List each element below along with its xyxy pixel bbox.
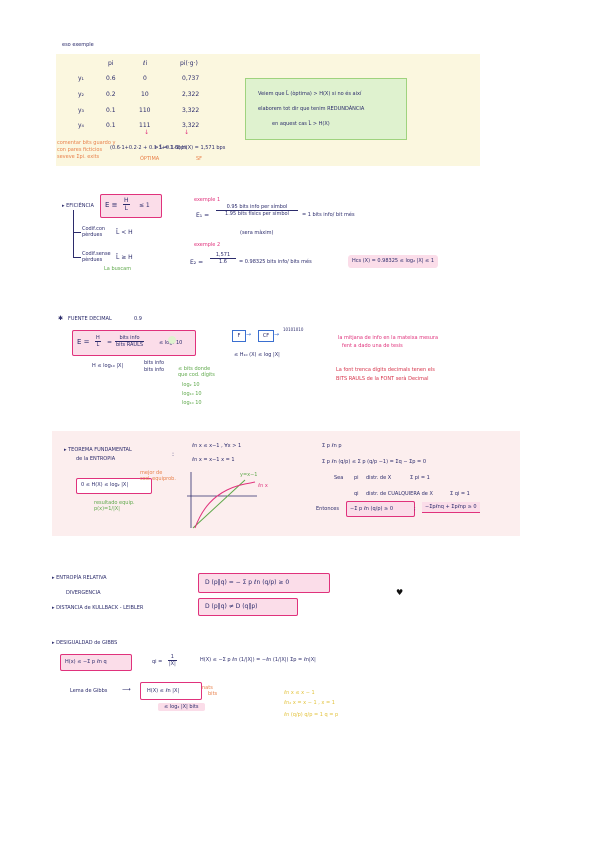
gibbs-arrow-label: Lema de Gibbs [70,688,108,694]
graph-ln-label: ℓn x [258,483,268,489]
diagram-source-box: F [232,330,246,342]
example1-label: exemple 1 [194,197,221,203]
arrow-right-icon: → [274,331,280,338]
gibbs-under: ≤ log₂ |X| bits [158,703,205,711]
example2-result-box: Hcs (X) = 0.98325 ≤ log₂ |X| ≤ 1 [348,255,438,268]
gibbs-rhs: H(X) ≤ −Σ p ℓn (1/|X|) = −ℓn (1/|X|) Σp … [200,657,316,663]
gibbs-box: H(x) ≤ −Σ p ℓn q [60,654,132,671]
efficiency-bullet: ▸ EFICIÈNCIA [62,203,94,209]
branch-line [73,210,74,258]
decimal-title: FUENTE DECIMAL [68,316,112,322]
proof-result-box: −Σ p ℓn (q/p) ≥ 0 [346,501,415,517]
proof-semicolon: ; [414,506,416,512]
example1-lhs: E₁ = [196,212,210,219]
ln-inequality: ℓn x ≤ x−1 , ∀x > 1 [192,443,242,449]
ln-equality: ℓn x = x−1 x = 1 [192,457,235,463]
h-result: H(X) = 1,571 bps [182,145,226,151]
branch-lossy-rel: L̄ < H [116,229,133,236]
relative-item-1b: DIVERGENCIA [66,590,101,596]
gibbs-q-eq: qi = [152,659,163,665]
down-arrow-icon: ↓ [144,129,150,136]
proof-pi-sum: Σ pi = 1 [410,475,430,481]
theorem-green-note: resultado equip.p(x)=1/|X| [94,500,135,512]
gibbs-result-box: H(X) ≤ ℓn |X| [140,682,202,700]
branch-note: La buscam [104,266,132,272]
sf-label: SF [196,156,203,162]
relative-bullet-2: ▸ DISTANCIA de KULLBACK - LEIBLER [52,605,144,611]
asterisk-icon: ✱ [58,315,64,322]
decimal-under-lhs: H ≤ log₁₀ |X| [92,363,124,369]
yellow-note-3: ℓn (q/p) q/p = 1 q = p [284,712,339,718]
gibbs-q-frac: 1|X| [168,654,177,667]
kl-asymmetry-box: D (p‖q) ≠ D (q‖p) [198,598,298,616]
gibbs-bullet: ▸ DESIGUALDAD de GIBBS [52,640,118,646]
down-arrow-icon: ↓ [184,129,190,136]
diagram-output: 10101010 [283,327,304,332]
example2-label: exemple 2 [194,242,221,248]
arrow-right-icon: ⟶ [122,686,131,693]
proof-line-2: Σ p ℓn (q/p) ≤ Σ p (q/p −1) = Σq − Σp = … [322,459,426,465]
proof-pi: pi [354,475,359,481]
col-header-v: pi(·g·) [180,60,198,67]
proof-sea: Sea [334,475,344,481]
proof-result-2: −Σpℓnq + Σpℓnp ≥ 0 [422,502,480,513]
proof-qi: qi [354,491,359,497]
col-header-p: pi [108,60,114,67]
decimal-title-num: 0.9 [134,316,142,322]
branch-line [73,257,81,258]
kl-divergence-box: D (p‖q) = − Σ p ℓn (q/p) ≥ 0 [198,573,330,593]
example1-den-note: (sera màxim) [240,230,274,236]
graph-line-label: y=x−1 [240,472,258,478]
example1-rhs: = 1 bits info/ bit més [302,212,355,218]
heart-icon: ♥ [396,588,404,597]
yellow-note-1: ℓn x ≤ x − 1 [284,690,315,696]
optima-label: ÓPTIMA [140,156,160,162]
yellow-note-2: ℓn₂ x = x − 1 , x = 1 [284,700,335,706]
proof-line-1: Σ p ℓn p [322,443,342,449]
relative-bullet-1: ▸ ENTROPÍA RELATIVA [52,575,107,581]
ln-graph [187,472,257,529]
proof-entonces: Entonces [316,506,339,512]
graph-line [192,479,246,529]
proof-qi-sum: Σ qi = 1 [450,491,470,497]
left-note: comentar bits guardo y con pares fictici… [57,140,116,160]
graph-ln-curve [194,481,256,529]
branch-lossless-rel: L̄ ≥ H [116,254,133,261]
sum-result: = L̄ = 1.6bps [154,145,187,151]
theorem-title: ▸ TEOREMA FUNDAMENTAL de la ENTROPIA [64,447,132,462]
top-label: eso exemple [62,42,94,48]
theorem-colon: : [172,451,175,458]
highlight-dot [168,336,176,344]
diagram-coder-box: CF [258,330,274,342]
note-box: Veiem que L̄ (òptima) > H(X) si no és ai… [245,78,407,140]
proof-qi-distr: distr. de CUALQUIERA de X [366,491,433,497]
sum-expression: (0.6·1+0.2·2 + 0.1·3+0.1·3) [110,145,181,151]
example2-rhs: = 0.98325 bits info/ bits més [239,259,312,265]
proof-pi-distr: distr. de X [366,475,392,481]
branch-line [73,232,81,233]
arrow-right-icon: → [246,331,252,338]
decimal-red-note: La font trenca dígits decimals tenen els… [336,367,435,382]
example2-lhs: E₂ = [190,259,204,266]
theorem-box: 0 ≤ H(X) ≤ log₂ |X| [76,478,152,494]
diagram-sub: ≤ H₁₀ (X) ≤ log |X| [234,352,280,358]
col-header-l: ℓi [143,60,148,67]
